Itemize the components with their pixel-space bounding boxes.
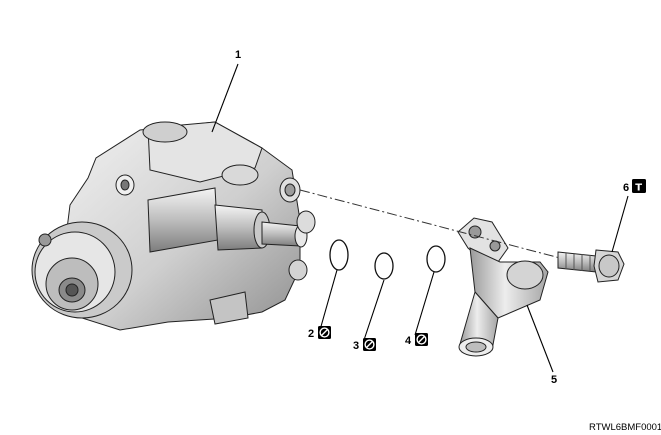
pump-assembly xyxy=(31,121,316,331)
no-reuse-icon xyxy=(318,326,331,339)
o-ring-2 xyxy=(329,239,349,271)
torque-icon-glyph: T xyxy=(635,182,642,193)
assembly-centerline xyxy=(299,189,561,259)
callout-2-number: 2 xyxy=(308,328,314,340)
callout-5-number: 5 xyxy=(551,374,557,386)
o-ring-4 xyxy=(426,245,446,273)
callout-1: 1 xyxy=(235,49,241,61)
callout-4: 4 xyxy=(405,333,428,347)
callout-6: 6 T xyxy=(623,179,646,194)
callout-3-number: 3 xyxy=(353,340,359,352)
leader-lines xyxy=(211,63,629,373)
union-fitting xyxy=(457,217,549,357)
o-ring-3 xyxy=(374,252,394,280)
bolt xyxy=(557,249,625,283)
callout-5: 5 xyxy=(551,374,557,386)
no-reuse-icon xyxy=(415,333,428,346)
callout-1-number: 1 xyxy=(235,49,241,61)
callout-6-number: 6 xyxy=(623,182,629,194)
callout-2: 2 xyxy=(308,326,331,340)
drawing-code: RTWL6BMF000101 xyxy=(589,422,661,433)
torque-icon: T xyxy=(632,179,646,193)
no-reuse-icon xyxy=(363,338,376,351)
callout-4-number: 4 xyxy=(405,335,412,347)
callout-3: 3 xyxy=(353,338,376,352)
